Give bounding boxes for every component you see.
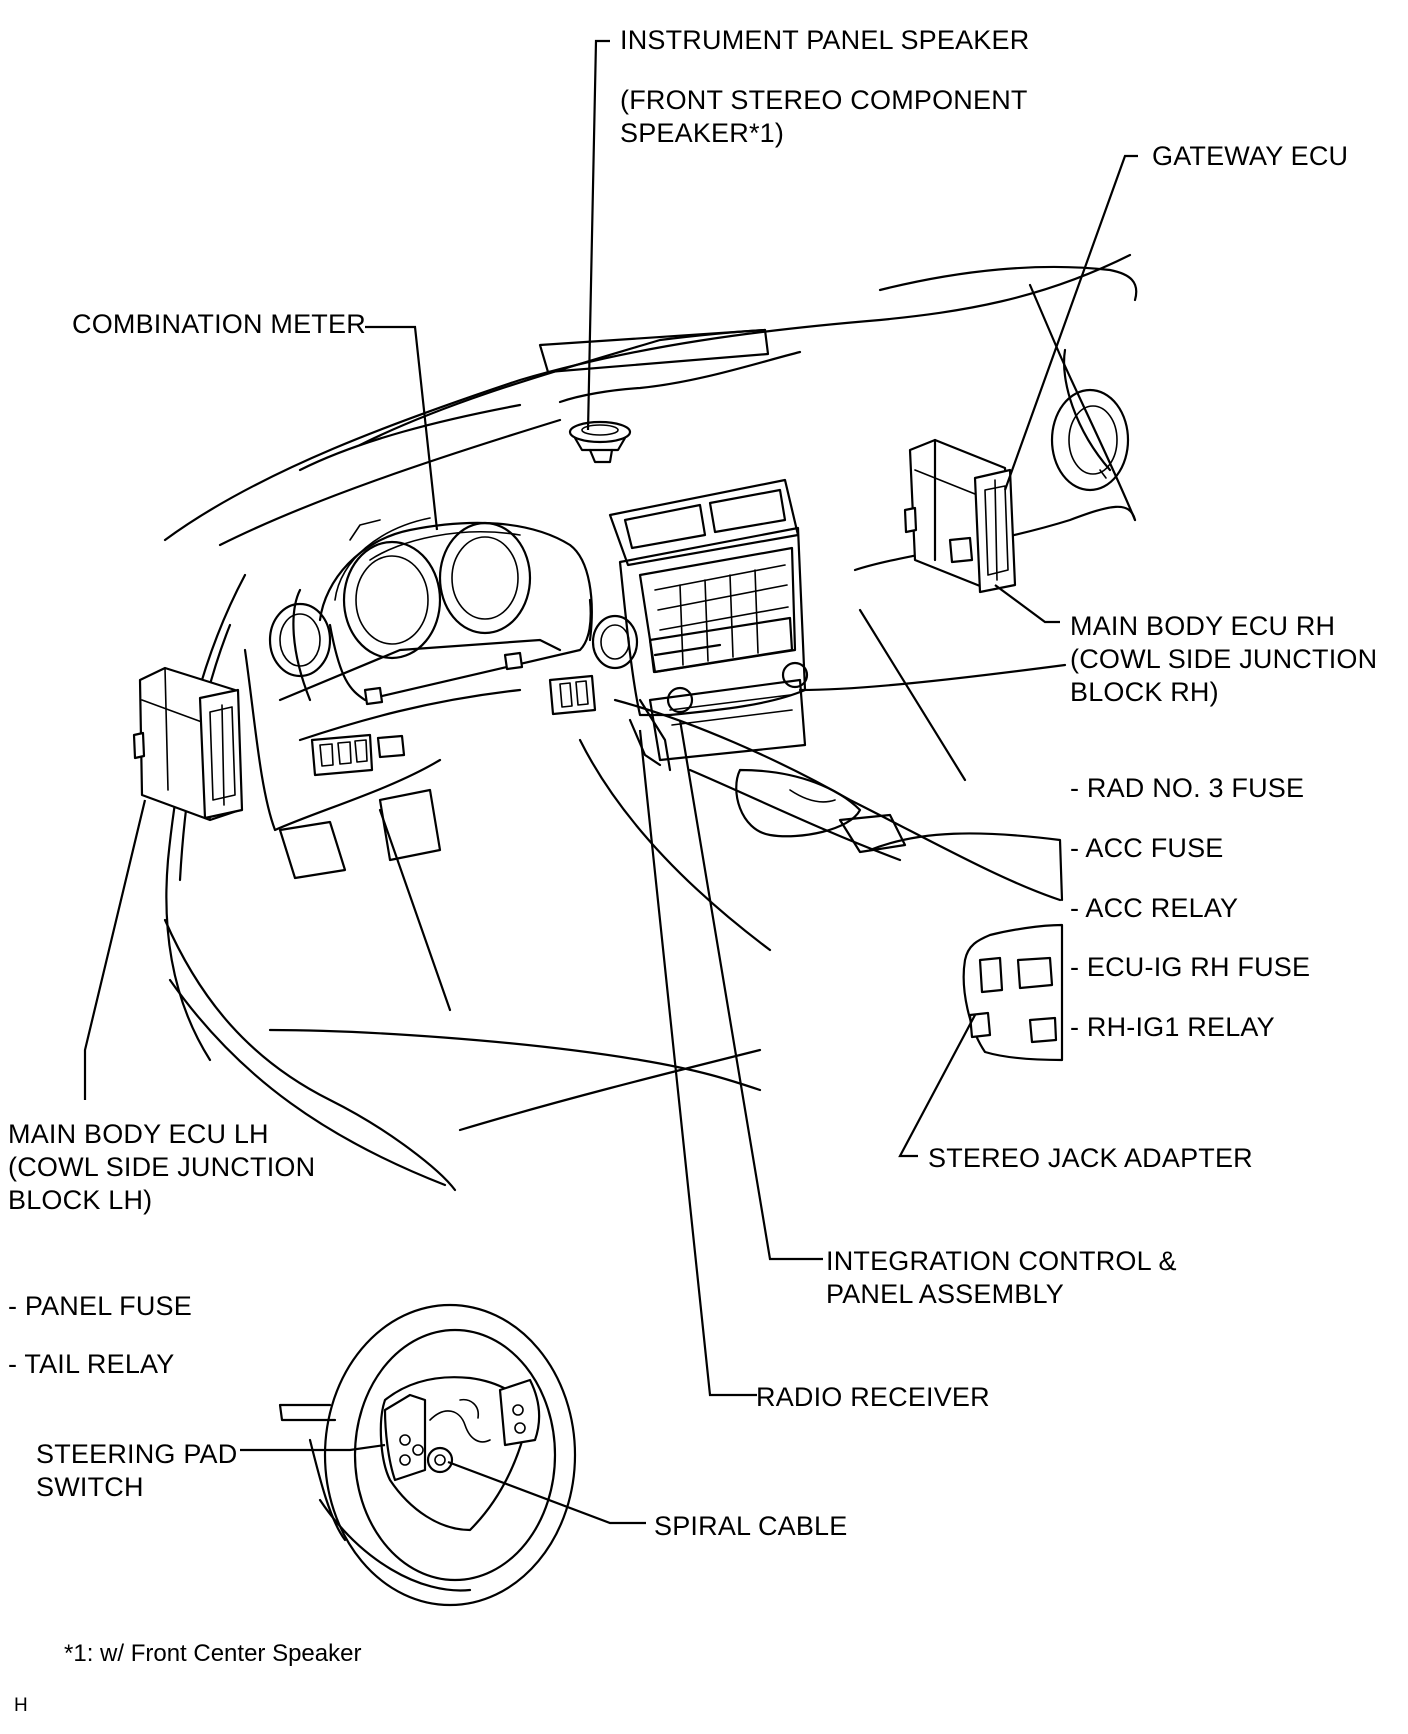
stereo-jack-adapter-label: STEREO JACK ADAPTER: [928, 1143, 1253, 1173]
instrument-panel-speaker-label: INSTRUMENT PANEL SPEAKER: [620, 25, 1030, 55]
ecu-lh-drawing: [132, 666, 244, 822]
main-body-ecu-rh-label-line3: BLOCK RH): [1070, 677, 1219, 707]
gateway-ecu-label: GATEWAY ECU: [1152, 141, 1349, 171]
instrument-panel-speaker-drawing: [568, 420, 632, 464]
integration-control-label-line2: PANEL ASSEMBLY: [826, 1279, 1064, 1309]
rh-item-acc-fuse: - ACC FUSE: [1070, 833, 1224, 863]
rh-item-acc-relay: - ACC RELAY: [1070, 893, 1239, 923]
front-stereo-label-line1: (FRONT STEREO COMPONENT: [620, 85, 1028, 115]
radio-receiver-label: RADIO RECEIVER: [756, 1382, 990, 1412]
main-body-ecu-lh-label-line2: (COWL SIDE JUNCTION: [8, 1152, 316, 1182]
figure-code: H: [14, 1695, 28, 1716]
lh-item-panel-fuse: - PANEL FUSE: [8, 1291, 192, 1321]
steering-pad-switch-label-line1: STEERING PAD: [36, 1439, 238, 1469]
rh-item-rh-ig1-relay: - RH-IG1 RELAY: [1070, 1012, 1275, 1042]
center-stack-drawing: [310, 478, 809, 777]
lh-item-tail-relay: - TAIL RELAY: [8, 1349, 175, 1379]
leader-lines: [83, 39, 1138, 1525]
steering-pad-switch-label-line2: SWITCH: [36, 1472, 144, 1502]
combination-meter-label: COMBINATION METER: [72, 309, 366, 339]
spiral-cable-label: SPIRAL CABLE: [654, 1511, 848, 1541]
integration-control-label-line1: INTEGRATION CONTROL &: [826, 1246, 1177, 1276]
front-stereo-label-line2: SPEAKER*1): [620, 118, 785, 148]
combination-meter-drawing: [268, 517, 593, 706]
ecu-rh-drawing: [903, 438, 1017, 594]
rh-item-rad-no3-fuse: - RAD NO. 3 FUSE: [1070, 773, 1305, 803]
steering-wheel-drawing: [278, 1303, 577, 1607]
main-body-ecu-lh-label-line3: BLOCK LH): [8, 1185, 153, 1215]
footnote: *1: w/ Front Center Speaker: [64, 1640, 362, 1667]
dashboard-outline: [163, 253, 1138, 1192]
main-body-ecu-rh-label-line1: MAIN BODY ECU RH: [1070, 611, 1336, 641]
main-body-ecu-rh-label-line2: (COWL SIDE JUNCTION: [1070, 644, 1378, 674]
rh-item-ecu-ig-rh-fuse: - ECU-IG RH FUSE: [1070, 952, 1311, 982]
main-body-ecu-lh-label-line1: MAIN BODY ECU LH: [8, 1119, 269, 1149]
